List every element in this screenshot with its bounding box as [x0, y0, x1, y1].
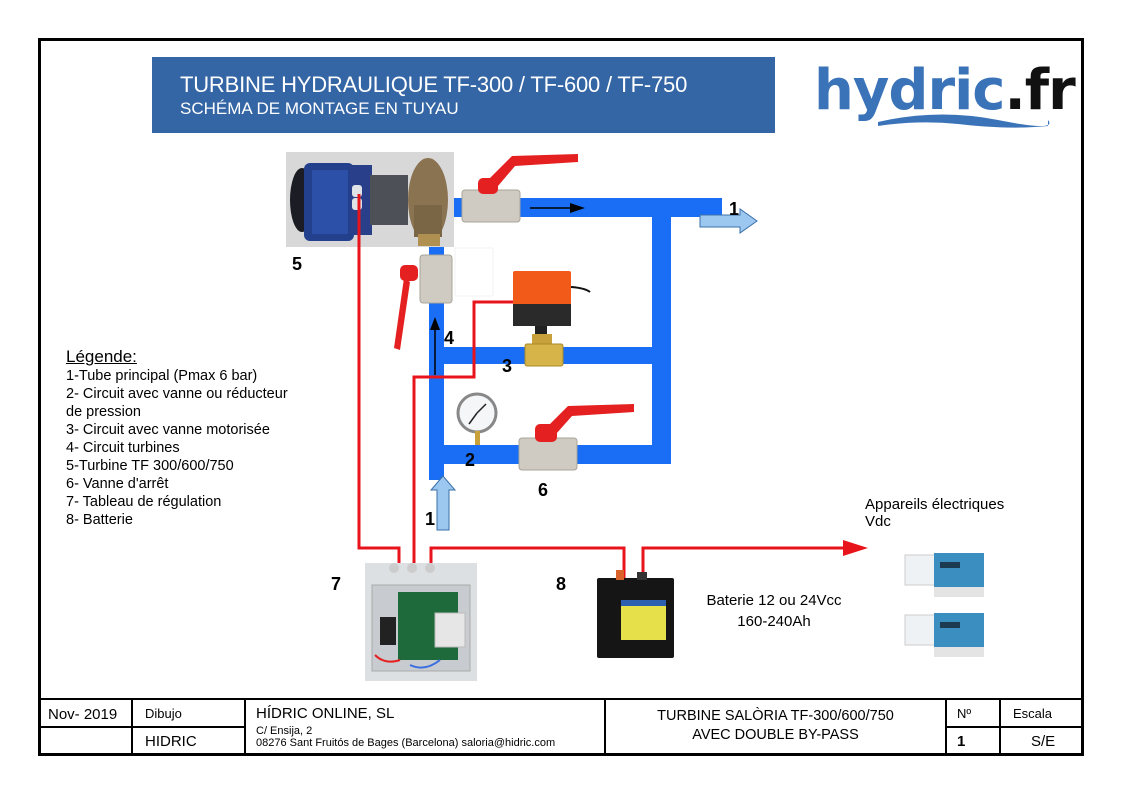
electrical-device-2 — [904, 613, 984, 657]
date-value: Nov- 2019 — [48, 706, 118, 723]
battery-note: Baterie 12 ou 24Vcc 160-240Ah — [688, 592, 860, 630]
scale-label: Escala — [1013, 706, 1053, 721]
label-inlet: 1 — [425, 509, 436, 529]
flow-arrow-icon — [530, 203, 585, 213]
legend-item: 4- Circuit turbines — [66, 440, 180, 456]
drawing-title-cell: TURBINE SALÒRIA TF-300/600/750 AVEC DOUB… — [604, 698, 947, 756]
legend-item: 5-Turbine TF 300/600/750 — [66, 458, 234, 474]
wire-motor-valve — [412, 300, 513, 575]
wire-arrow-icon — [843, 540, 868, 556]
wire-battery-pos — [429, 546, 626, 585]
number-label-cell: Nº — [945, 698, 1001, 728]
title-line-2: SCHÉMA DE MONTAGE EN TUYAU — [180, 99, 459, 118]
scale-value: S/E — [1031, 733, 1056, 750]
label-circuit-turbines: 4 — [444, 328, 455, 348]
number-value-cell: 1 — [945, 726, 1001, 756]
logo-main: hydric — [814, 58, 1005, 123]
number-value: 1 — [957, 733, 966, 750]
dibujo-value: HIDRIC — [145, 733, 197, 750]
blank-cell — [38, 726, 133, 756]
title-block: Nov- 2019 Dibujo HIDRIC HÍDRIC ONLINE, S… — [38, 698, 1084, 756]
scale-label-cell: Escala — [999, 698, 1084, 728]
turbine-flow-arrow-icon — [430, 317, 440, 375]
legend-item: de pression — [66, 404, 141, 420]
logo-suffix: .fr — [1004, 58, 1075, 123]
battery-photo — [597, 570, 674, 658]
legend-item: 7- Tableau de régulation — [66, 494, 222, 510]
motorized-valve — [513, 271, 591, 367]
company-address: C/ Ensija, 2 — [256, 725, 313, 737]
label-turbine: 5 — [292, 254, 303, 274]
dibujo-value-cell: HIDRIC — [131, 726, 246, 756]
dibujo-label: Dibujo — [145, 706, 182, 721]
dibujo-label-cell: Dibujo — [131, 698, 246, 728]
devices-note: Appareils électriques Vdc — [865, 496, 1004, 530]
electrical-device-1 — [904, 553, 984, 597]
ball-valve-bypass — [518, 404, 634, 471]
label-stop-valve: 6 — [538, 480, 549, 500]
control-panel-photo — [365, 563, 477, 681]
title-banner: TURBINE HYDRAULIQUE TF-300 / TF-600 / TF… — [152, 57, 775, 133]
legend-heading: Légende: — [66, 347, 137, 366]
number-label: Nº — [957, 706, 972, 721]
company-city-email: 08276 Sant Fruitós de Bages (Barcelona) … — [256, 737, 556, 749]
ball-valve-turbine — [394, 254, 453, 350]
label-motor-valve: 3 — [502, 356, 513, 376]
company-name: HÍDRIC ONLINE, SL — [256, 705, 395, 722]
legend-item: 6- Vanne d'arrêt — [66, 476, 169, 492]
devices-note-line-1: Appareils électriques — [865, 496, 1005, 513]
outlet-arrow-icon — [699, 208, 758, 234]
label-controller: 7 — [331, 574, 342, 594]
legend-item: 3- Circuit avec vanne motorisée — [66, 422, 270, 438]
battery-note-line-1: Baterie 12 ou 24Vcc — [706, 592, 842, 609]
legend-item: 1-Tube principal (Pmax 6 bar) — [66, 368, 258, 384]
legend-item: 2- Circuit avec vanne ou réducteur — [66, 386, 288, 402]
hydric-logo: hydric.fr — [808, 58, 1076, 134]
title-line-1: TURBINE HYDRAULIQUE TF-300 / TF-600 / TF… — [180, 72, 688, 97]
date-cell: Nov- 2019 — [38, 698, 133, 728]
drawing-title-line-2: AVEC DOUBLE BY-PASS — [692, 727, 859, 743]
battery-note-line-2: 160-240Ah — [737, 613, 811, 630]
inlet-arrow-icon — [429, 475, 457, 531]
legend-item: 8- Batterie — [66, 512, 133, 528]
scale-value-cell: S/E — [999, 726, 1084, 756]
logo-wave-icon — [878, 114, 1050, 128]
legend: Légende: 1-Tube principal (Pmax 6 bar) 2… — [66, 347, 288, 529]
label-battery: 8 — [556, 574, 567, 594]
pipe-right-riser — [652, 198, 671, 464]
company-cell: HÍDRIC ONLINE, SL C/ Ensija, 2 08276 San… — [244, 698, 606, 756]
pressure-gauge-icon — [456, 392, 498, 445]
label-pressure: 2 — [465, 450, 476, 470]
ball-valve-top — [461, 154, 578, 223]
drawing-title-line-1: TURBINE SALÒRIA TF-300/600/750 — [657, 708, 894, 724]
label-outlet: 1 — [729, 199, 740, 219]
wire-turbine — [357, 194, 401, 575]
turbine-photo — [286, 152, 454, 247]
devices-note-line-2: Vdc — [865, 513, 891, 530]
